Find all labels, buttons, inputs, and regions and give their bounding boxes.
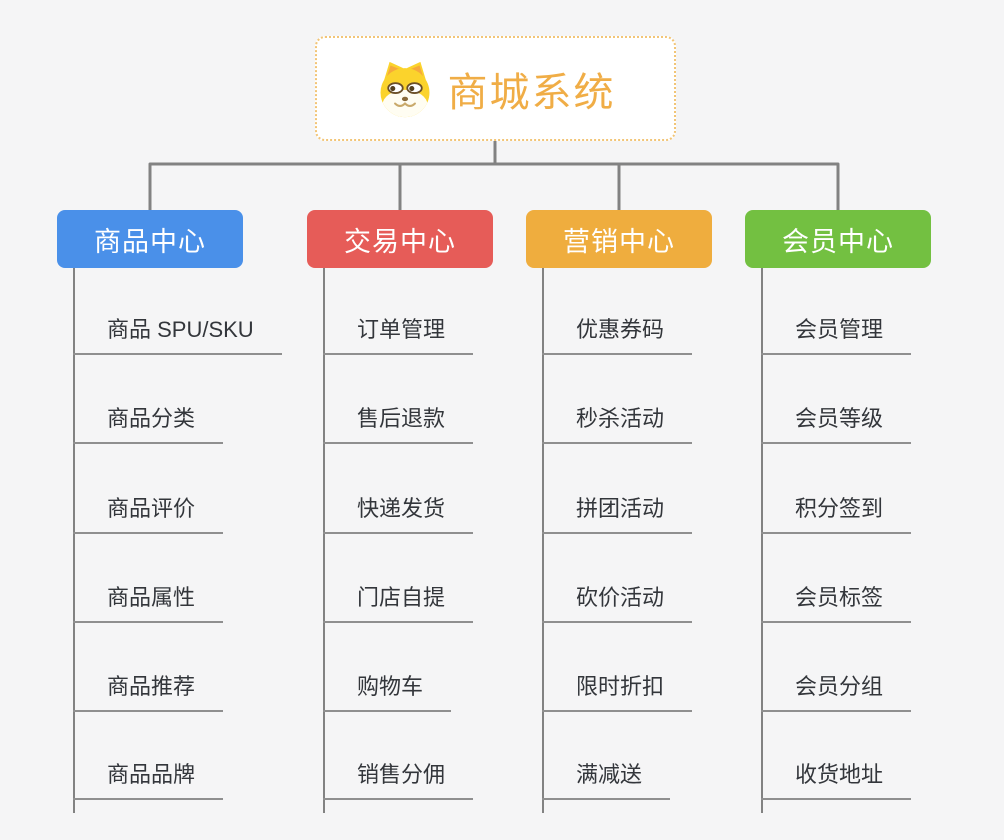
root-node-title: 商城系统	[447, 70, 616, 115]
branch-node-trade-center[interactable]: 交易中心	[307, 210, 493, 268]
leaf-node[interactable]: 优惠券码	[542, 315, 693, 355]
leaf-node[interactable]: 满减送	[542, 760, 671, 800]
leaf-node[interactable]: 积分签到	[761, 494, 912, 534]
leaf-node[interactable]: 订单管理	[323, 315, 474, 355]
branch-node-product-center[interactable]: 商品中心	[57, 210, 243, 268]
leaf-node[interactable]: 收货地址	[761, 760, 912, 800]
leaf-node[interactable]: 拼团活动	[542, 494, 693, 534]
branch-column-trade: 交易中心 订单管理 售后退款 快递发货 门店自提 购物车 销售分佣	[307, 210, 557, 820]
branch-spine-line	[542, 268, 544, 813]
leaf-node[interactable]: 秒杀活动	[542, 404, 693, 444]
leaf-node[interactable]: 会员分组	[761, 672, 912, 712]
leaf-node[interactable]: 会员管理	[761, 315, 912, 355]
leaf-node[interactable]: 会员等级	[761, 404, 912, 444]
leaf-node[interactable]: 限时折扣	[542, 672, 693, 712]
branch-column-product: 商品中心 商品 SPU/SKU 商品分类 商品评价 商品属性 商品推荐 商品品牌	[57, 210, 307, 820]
branch-node-member-center[interactable]: 会员中心	[745, 210, 931, 268]
root-node-mall-system[interactable]: 商城系统	[315, 36, 676, 141]
branch-node-marketing-center[interactable]: 营销中心	[526, 210, 712, 268]
leaf-node[interactable]: 门店自提	[323, 583, 474, 623]
leaf-node[interactable]: 商品分类	[73, 404, 224, 444]
leaf-node[interactable]: 商品属性	[73, 583, 224, 623]
branch-spine-line	[73, 268, 75, 813]
branch-spine-line	[323, 268, 325, 813]
leaf-node[interactable]: 商品评价	[73, 494, 224, 534]
leaf-node[interactable]: 商品推荐	[73, 672, 224, 712]
leaf-node[interactable]: 购物车	[323, 672, 452, 712]
leaf-node[interactable]: 商品品牌	[73, 760, 224, 800]
shiba-dog-icon	[380, 61, 429, 117]
branch-spine-line	[761, 268, 763, 813]
leaf-node[interactable]: 快递发货	[323, 494, 474, 534]
leaf-node[interactable]: 销售分佣	[323, 760, 474, 800]
branch-column-member: 会员中心 会员管理 会员等级 积分签到 会员标签 会员分组 收货地址	[745, 210, 995, 820]
leaf-node[interactable]: 砍价活动	[542, 583, 693, 623]
leaf-node[interactable]: 会员标签	[761, 583, 912, 623]
leaf-node[interactable]: 商品 SPU/SKU	[73, 315, 282, 355]
leaf-node[interactable]: 售后退款	[323, 404, 474, 444]
branch-column-marketing: 营销中心 优惠券码 秒杀活动 拼团活动 砍价活动 限时折扣 满减送	[526, 210, 776, 820]
